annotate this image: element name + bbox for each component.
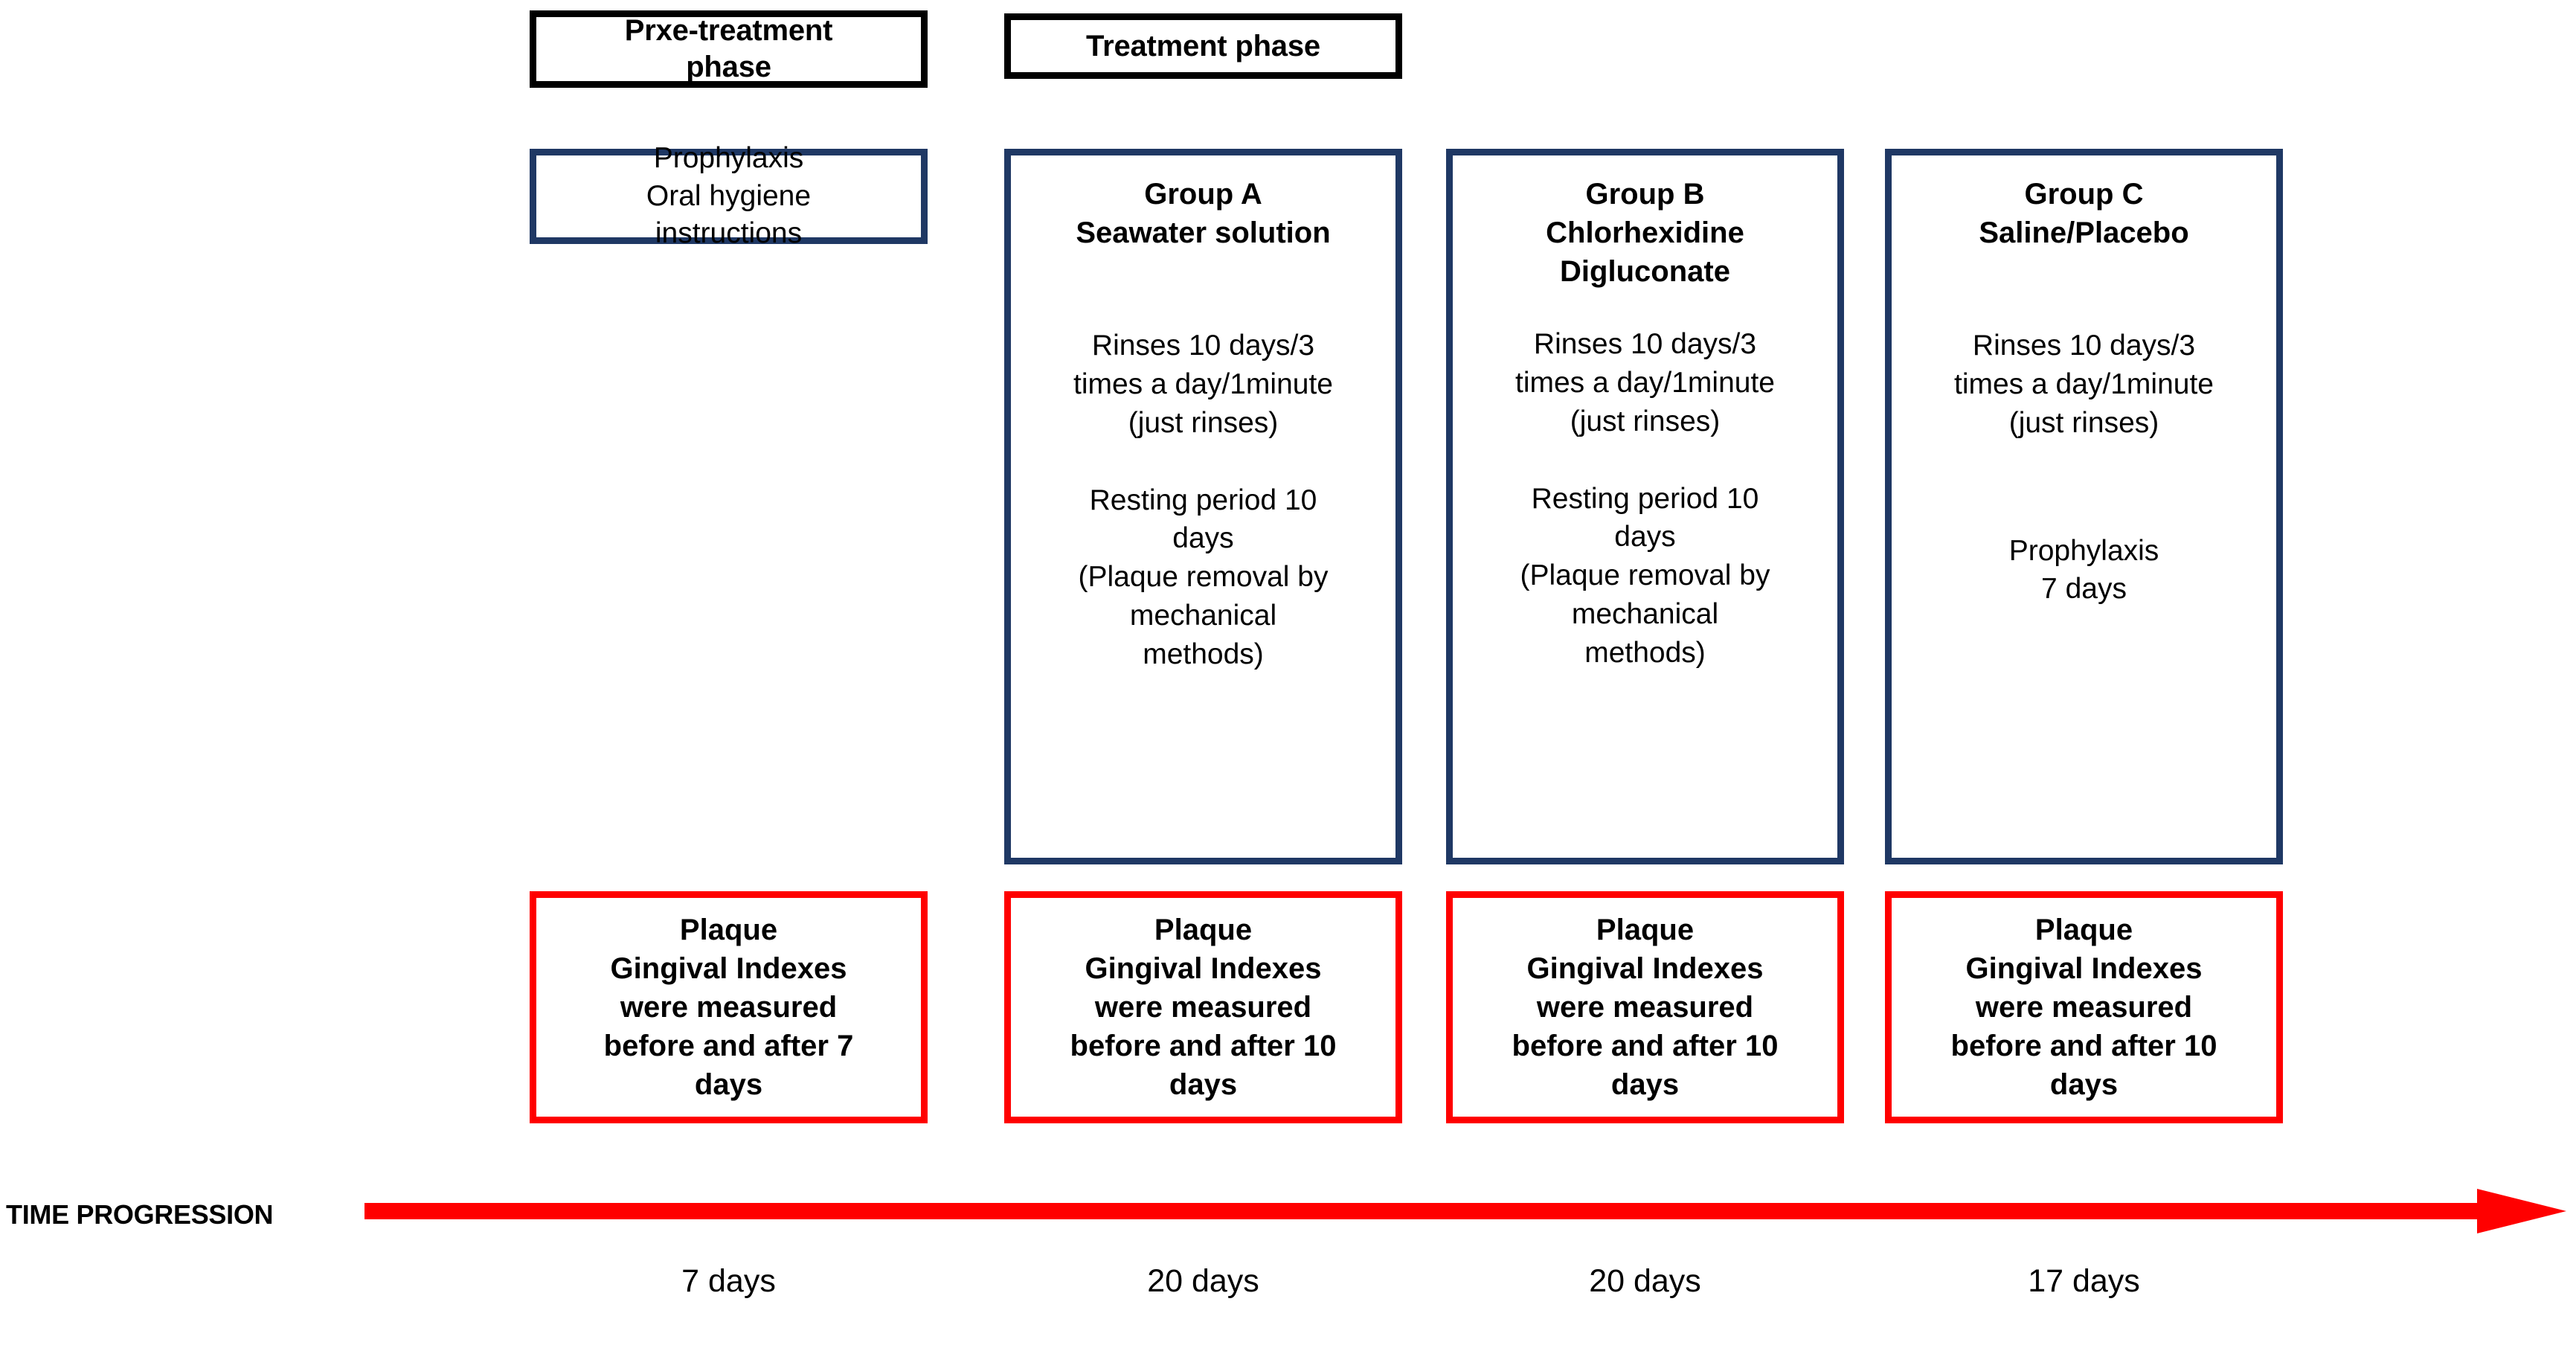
duration-label-group-b: 20 days <box>1589 1263 1701 1299</box>
group-a-resting-protocol: Resting period 10 days (Plaque removal b… <box>1078 484 1329 671</box>
group-c-prophylaxis: Prophylaxis 7 days <box>2008 534 2159 606</box>
pre-treatment-phase-header: Prxe-treatment phase <box>530 10 928 88</box>
group-b-rinse-protocol: Rinses 10 days/3 times a day/1minute (ju… <box>1515 328 1775 437</box>
duration-label-group-c: 17 days <box>2028 1263 2140 1299</box>
group-a-box: Group A Seawater solution Rinses 10 days… <box>1004 149 1402 864</box>
measurement-box-pre-treatment: Plaque Gingival Indexes were measured be… <box>530 891 928 1123</box>
measurement-box-group-c: Plaque Gingival Indexes were measured be… <box>1885 891 2283 1123</box>
group-a-title: Group A Seawater solution <box>1076 178 1331 249</box>
duration-label-group-a: 20 days <box>1147 1263 1259 1299</box>
group-b-resting-protocol: Resting period 10 days (Plaque removal b… <box>1520 482 1770 670</box>
pre-treatment-protocol-box: Prophylaxis Oral hygiene instructions <box>530 142 928 249</box>
group-c-rinse-protocol: Rinses 10 days/3 times a day/1minute (ju… <box>1953 330 2214 439</box>
measurement-box-group-b: Plaque Gingival Indexes were measured be… <box>1446 891 1844 1123</box>
group-c-title: Group C Saline/Placebo <box>1979 178 2189 249</box>
time-progression-label: TIME PROGRESSION <box>6 1199 274 1230</box>
group-c-box: Group C Saline/Placebo Rinses 10 days/3 … <box>1885 149 2283 864</box>
duration-label-pre-treatment: 7 days <box>681 1263 776 1299</box>
measurement-box-group-a: Plaque Gingival Indexes were measured be… <box>1004 891 1402 1123</box>
time-progression-arrow-icon <box>364 1189 2566 1233</box>
group-a-rinse-protocol: Rinses 10 days/3 times a day/1minute (ju… <box>1073 330 1333 439</box>
group-b-box: Group B Chlorhexidine Digluconate Rinses… <box>1446 149 1844 864</box>
treatment-phase-header: Treatment phase <box>1004 13 1402 79</box>
group-b-title: Group B Chlorhexidine Digluconate <box>1546 178 1744 288</box>
